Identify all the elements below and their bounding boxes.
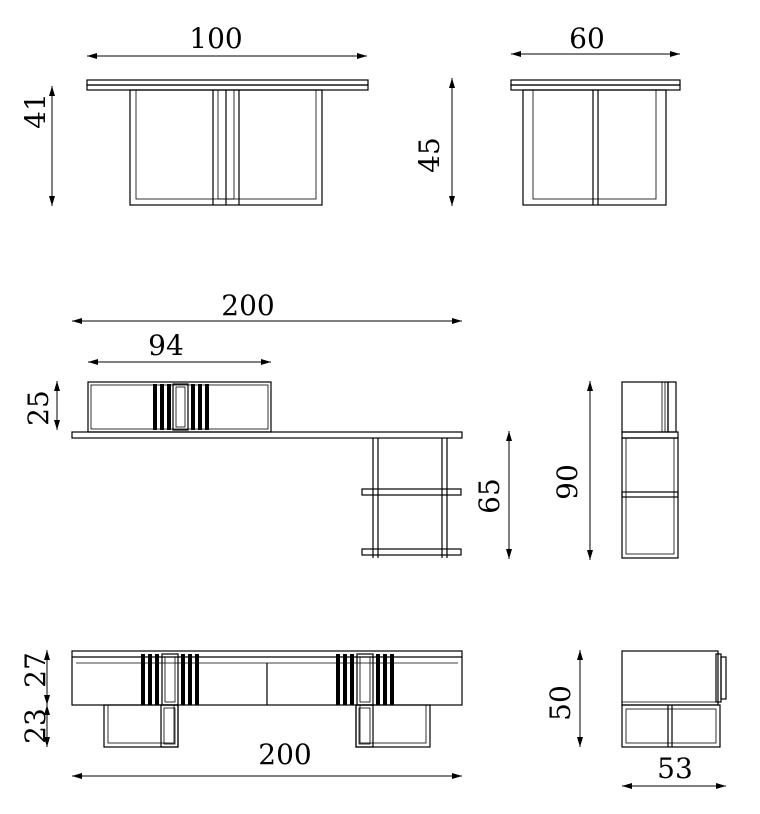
- dimension-desk-width: 200: [72, 289, 462, 324]
- label-table-side-height: 45: [413, 137, 446, 173]
- label-table-depth: 60: [569, 22, 605, 55]
- label-tv-width: 200: [258, 738, 311, 771]
- label-shelf-width: 94: [148, 329, 184, 362]
- tv-leg-frame-right: [355, 704, 431, 748]
- label-tv-depth: 53: [657, 752, 693, 785]
- dimension-tv-width: 200: [72, 738, 462, 779]
- dimension-shelf-height: 25: [22, 381, 60, 430]
- coffee-table-side-view: [510, 79, 681, 206]
- label-tv-lower-height: 23: [19, 708, 52, 744]
- label-tv-upper-height: 27: [19, 652, 52, 688]
- dimension-tv-upper-height: 27: [19, 650, 52, 705]
- dimension-tv-depth: 53: [622, 752, 726, 789]
- label-shelf-height: 25: [22, 390, 55, 426]
- dimension-shelf-width: 94: [88, 329, 271, 365]
- dimension-table-width: 100: [87, 22, 367, 59]
- label-tv-side-height: 50: [544, 685, 577, 721]
- label-table-width: 100: [189, 22, 242, 55]
- shelf-slat-group: [153, 383, 209, 431]
- dimension-table-depth: 60: [511, 22, 680, 57]
- desk-side-view: [621, 381, 679, 559]
- label-desk-support-height: 65: [473, 478, 506, 514]
- tv-unit-side-view: [621, 650, 727, 748]
- coffee-table-front-view: [86, 79, 369, 206]
- label-table-height: 41: [19, 93, 52, 129]
- dimension-table-height: 41: [19, 86, 55, 206]
- dimension-tv-side-height: 50: [544, 650, 583, 747]
- tv-slat-group-right: [336, 653, 394, 706]
- tv-unit-front-view: [71, 650, 463, 748]
- dimension-desk-side-height: 90: [551, 381, 593, 560]
- label-desk-width: 200: [221, 289, 274, 322]
- dimension-desk-support-height: 65: [473, 431, 512, 559]
- label-desk-side-height: 90: [551, 464, 584, 500]
- tv-leg-frame-left: [103, 704, 179, 748]
- dimension-table-side-height: 45: [413, 78, 455, 206]
- desk-front-view: [71, 381, 463, 558]
- tv-slat-group-left: [141, 653, 199, 706]
- dimension-tv-lower-height: 23: [19, 705, 52, 747]
